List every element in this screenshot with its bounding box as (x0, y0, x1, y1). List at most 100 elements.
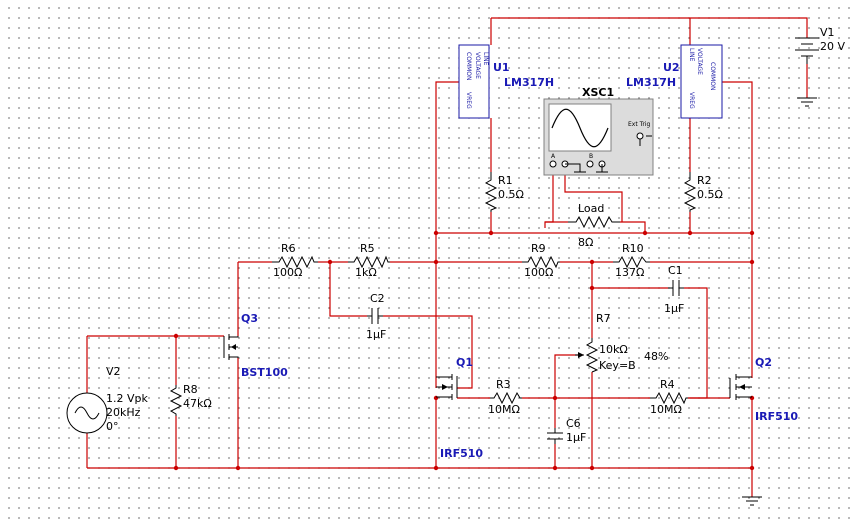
u2-ref: U2 (663, 61, 680, 74)
v2-ref: V2 (106, 365, 121, 378)
r8-ref: R8 (183, 383, 198, 396)
resistor-r1[interactable]: R1 0.5Ω (484, 172, 524, 212)
v2-phase: 0° (106, 420, 119, 433)
q3-part: BST100 (241, 366, 288, 379)
u1-pin-line: LINE (482, 52, 489, 66)
battery-v1[interactable]: V1 20 V (795, 26, 845, 64)
r1-value: 0.5Ω (498, 188, 524, 201)
r2-value: 0.5Ω (697, 188, 723, 201)
r7-key: Key=B (599, 359, 636, 372)
junction (749, 465, 755, 471)
junction (173, 465, 179, 471)
wiper-arrow-icon (578, 352, 584, 358)
c2-value: 1µF (366, 328, 386, 341)
junction (552, 465, 558, 471)
junction (433, 395, 439, 401)
xsc1-ch-b: B (589, 153, 593, 160)
c6-value: 1µF (566, 431, 586, 444)
r5-ref: R5 (360, 242, 375, 255)
wire-scope-b (564, 168, 623, 222)
u1-pin-common: COMMON (465, 52, 472, 80)
junction (433, 230, 439, 236)
capacitor-c2[interactable]: C2 1µF (366, 292, 386, 341)
wire-c2-right (383, 315, 473, 389)
regulator-u1[interactable]: COMMON VOLTAGE LINE VREG U1 LM317H (458, 44, 554, 119)
wire-top-rail (491, 17, 808, 38)
junction (589, 465, 595, 471)
mosfet-q3[interactable]: Q3 BST100 (223, 312, 288, 379)
xsc1-ext-trig: Ext Trig (628, 121, 651, 128)
ac-source-v2[interactable]: V2 1.2 Vpk 20kHz 0° (66, 365, 148, 434)
wire-u2-common (722, 81, 753, 233)
q2-ref: Q2 (755, 356, 772, 369)
q1-part: IRF510 (440, 447, 483, 460)
c2-ref: C2 (370, 292, 385, 305)
r7-ref: R7 (596, 312, 611, 325)
r9-ref: R9 (531, 242, 546, 255)
resistor-load[interactable]: Load 8Ω (568, 202, 620, 249)
oscilloscope-xsc1[interactable]: XSC1 Ext Trig A B (543, 86, 654, 176)
capacitor-c6[interactable]: C6 1µF (547, 417, 586, 444)
r8-value: 47kΩ (183, 397, 212, 410)
u2-part: LM317H (626, 76, 676, 89)
junction (589, 259, 595, 265)
r10-ref: R10 (622, 242, 644, 255)
xsc1-ref: XSC1 (582, 86, 614, 99)
q2-part: IRF510 (755, 410, 798, 423)
q3-arrow-icon (231, 344, 236, 350)
resistor-r10[interactable]: R10 137Ω (613, 242, 650, 279)
junction (749, 230, 755, 236)
junction (642, 230, 648, 236)
ext-trig-terminal[interactable] (636, 132, 644, 140)
junction (327, 259, 333, 265)
junctions (173, 230, 755, 471)
r10-value: 137Ω (615, 266, 644, 279)
resistor-r2[interactable]: R2 0.5Ω (683, 172, 723, 212)
junction (433, 259, 439, 265)
mosfet-q2[interactable]: Q2 IRF510 (729, 356, 798, 423)
junction (433, 465, 439, 471)
junction (687, 230, 693, 236)
u1-ref: U1 (493, 61, 510, 74)
junction (552, 395, 558, 401)
potentiometer-r7[interactable]: R7 10kΩ 48% Key=B (575, 312, 668, 373)
junction (749, 259, 755, 265)
r5-value: 1kΩ (355, 266, 377, 279)
resistor-r6[interactable]: R6 100Ω (272, 242, 318, 279)
resistor-r4[interactable]: R4 10MΩ (650, 378, 688, 416)
xsc1-ch-a: A (551, 153, 556, 160)
r6-value: 100Ω (273, 266, 302, 279)
v1-value: 20 V (820, 40, 845, 53)
junction (749, 395, 755, 401)
wire-u1-common (435, 81, 459, 233)
q2-arrow-icon (739, 384, 745, 390)
r9-value: 100Ω (524, 266, 553, 279)
junction (173, 333, 179, 339)
u1-pin-voltage: VOLTAGE (474, 52, 481, 79)
wire-c1-right (684, 287, 708, 399)
c6-ref: C6 (566, 417, 581, 430)
junction (488, 230, 494, 236)
v2-frequency: 20kHz (106, 406, 141, 419)
wire-r7-wiper (554, 354, 583, 398)
regulator-u2[interactable]: LINE VOLTAGE COMMON VREG U2 LM317H (626, 44, 723, 119)
v2-amplitude: 1.2 Vpk (106, 392, 148, 405)
resistor-r5[interactable]: R5 1kΩ (348, 242, 390, 279)
wire-scope-a (544, 168, 554, 228)
resistor-r8[interactable]: R8 47kΩ (169, 383, 212, 416)
capacitor-c1[interactable]: C1 1µF (664, 264, 684, 315)
r7-setting: 48% (644, 350, 668, 363)
waveform-icon (551, 108, 609, 148)
ch-b-terminal[interactable] (586, 160, 594, 168)
c1-value: 1µF (664, 302, 684, 315)
r3-value: 10MΩ (488, 403, 520, 416)
r6-ref: R6 (281, 242, 296, 255)
mosfet-q1[interactable]: Q1 IRF510 (436, 356, 483, 460)
r1-ref: R1 (498, 174, 513, 187)
resistor-r9[interactable]: R9 100Ω (522, 242, 560, 279)
u2-pin-line: LINE (688, 48, 695, 62)
resistor-r3[interactable]: R3 10MΩ (488, 378, 522, 416)
ground-symbol-main (742, 496, 762, 506)
u1-part: LM317H (504, 76, 554, 89)
ch-a-terminal[interactable] (549, 160, 557, 168)
